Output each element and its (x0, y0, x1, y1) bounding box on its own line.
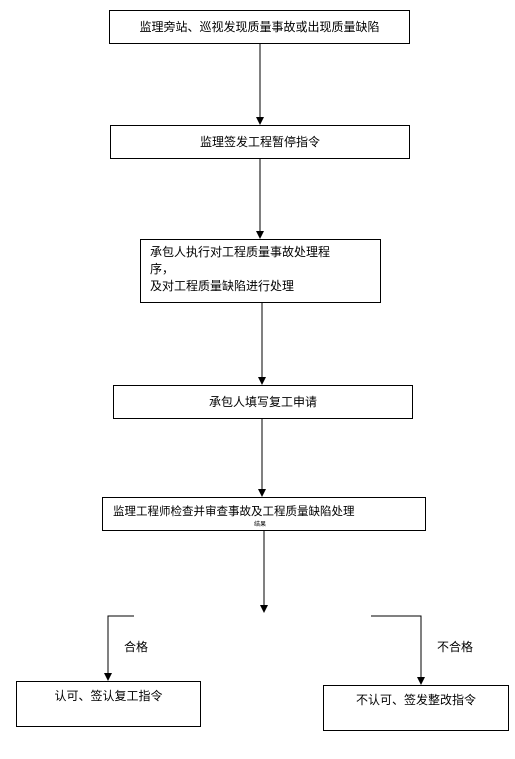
step-contractor-handling-line3: 及对工程质量缺陷进行处理 (150, 279, 295, 293)
arrow-fail (371, 615, 425, 685)
step-issue-stop-order-text: 监理签发工程暂停指令 (199, 134, 320, 149)
step-detect-defect: 监理旁站、巡视发现质量事故或出现质量缺陷 (109, 10, 410, 44)
branch-pass-label: 合格 (124, 640, 149, 654)
step-contractor-handling: 承包人执行对工程质量事故处理程 序， 及对工程质量缺陷进行处理 (140, 239, 381, 303)
branch-fail-label: 不合格 (437, 640, 474, 654)
step-resume-request: 承包人填写复工申请 (113, 385, 413, 419)
outcome-reject-rectify: 不认可、签发整改指令 (323, 685, 509, 731)
step-issue-stop-order: 监理签发工程暂停指令 (110, 125, 410, 159)
step-detect-defect-text: 监理旁站、巡视发现质量事故或出现质量缺陷 (139, 19, 380, 34)
step-engineer-review-text: 监理工程师检查并审查事故及工程质量缺陷处理 (113, 503, 355, 518)
step-engineer-review: 监理工程师检查并审查事故及工程质量缺陷处理 (102, 497, 426, 531)
outcome-reject-rectify-text: 不认可、签发整改指令 (355, 693, 476, 707)
step-engineer-review-overflow: 结果 (254, 521, 267, 528)
step-contractor-handling-line1: 承包人执行对工程质量事故处理程 (150, 245, 331, 259)
step-contractor-handling-line2: 序， (150, 262, 175, 276)
arrow-pass (104, 615, 134, 681)
step-resume-request-text: 承包人填写复工申请 (208, 394, 317, 409)
outcome-approve-resume-text: 认可、签认复工指令 (54, 689, 163, 703)
outcome-approve-resume: 认可、签认复工指令 (16, 681, 201, 727)
